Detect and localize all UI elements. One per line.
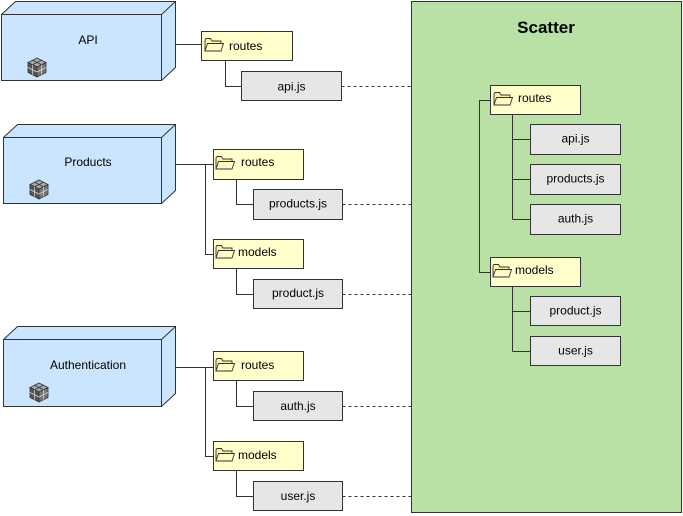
scatter-title: Scatter <box>517 18 575 37</box>
scatter-folder-routes[interactable]: routes <box>490 85 581 115</box>
file-api-js[interactable]: api.js <box>241 71 342 101</box>
package-cube-icon <box>29 179 49 200</box>
service-node-authentication: Authentication <box>3 326 176 407</box>
folder-label: models <box>238 448 277 462</box>
folder-label: routes <box>241 358 274 372</box>
folder-label: routes <box>518 91 551 105</box>
folder-auth-models[interactable]: models <box>213 441 304 471</box>
service-node-api: API <box>1 0 176 81</box>
folder-label: routes <box>229 39 262 53</box>
file-auth-js[interactable]: auth.js <box>253 391 343 421</box>
service-label-authentication: Authentication <box>50 358 126 372</box>
folder-label: routes <box>241 155 274 169</box>
file-products-js[interactable]: products.js <box>253 189 343 220</box>
folder-label: models <box>515 263 554 277</box>
scatter-file-api-js[interactable]: api.js <box>530 124 621 155</box>
folder-products-routes[interactable]: routes <box>213 149 304 180</box>
service-label-products: Products <box>64 155 111 169</box>
scatter-folder-models[interactable]: models <box>490 257 581 287</box>
scatter-file-user-js[interactable]: user.js <box>530 336 621 366</box>
file-user-js[interactable]: user.js <box>253 481 343 511</box>
folder-api-routes[interactable]: routes <box>201 31 293 61</box>
scatter-file-products-js[interactable]: products.js <box>530 164 621 195</box>
file-label: api.js <box>277 80 305 94</box>
service-label-api: API <box>78 33 97 47</box>
file-label: auth.js <box>558 212 593 226</box>
file-label: product.js <box>272 286 324 300</box>
file-label: auth.js <box>280 399 315 413</box>
service-node-products: Products <box>3 124 176 204</box>
file-label: api.js <box>561 132 589 146</box>
file-product-js[interactable]: product.js <box>253 279 343 309</box>
package-cube-icon <box>29 382 49 403</box>
file-label: user.js <box>281 489 316 503</box>
file-label: product.js <box>549 304 601 318</box>
scatter-file-product-js[interactable]: product.js <box>530 296 621 326</box>
scatter-file-auth-js[interactable]: auth.js <box>530 204 621 235</box>
folder-products-models[interactable]: models <box>213 239 304 269</box>
file-label: products.js <box>546 172 604 186</box>
folder-auth-routes[interactable]: routes <box>213 351 304 381</box>
package-cube-icon <box>27 57 47 78</box>
file-label: user.js <box>558 344 593 358</box>
folder-label: models <box>238 245 277 259</box>
file-label: products.js <box>269 197 327 211</box>
